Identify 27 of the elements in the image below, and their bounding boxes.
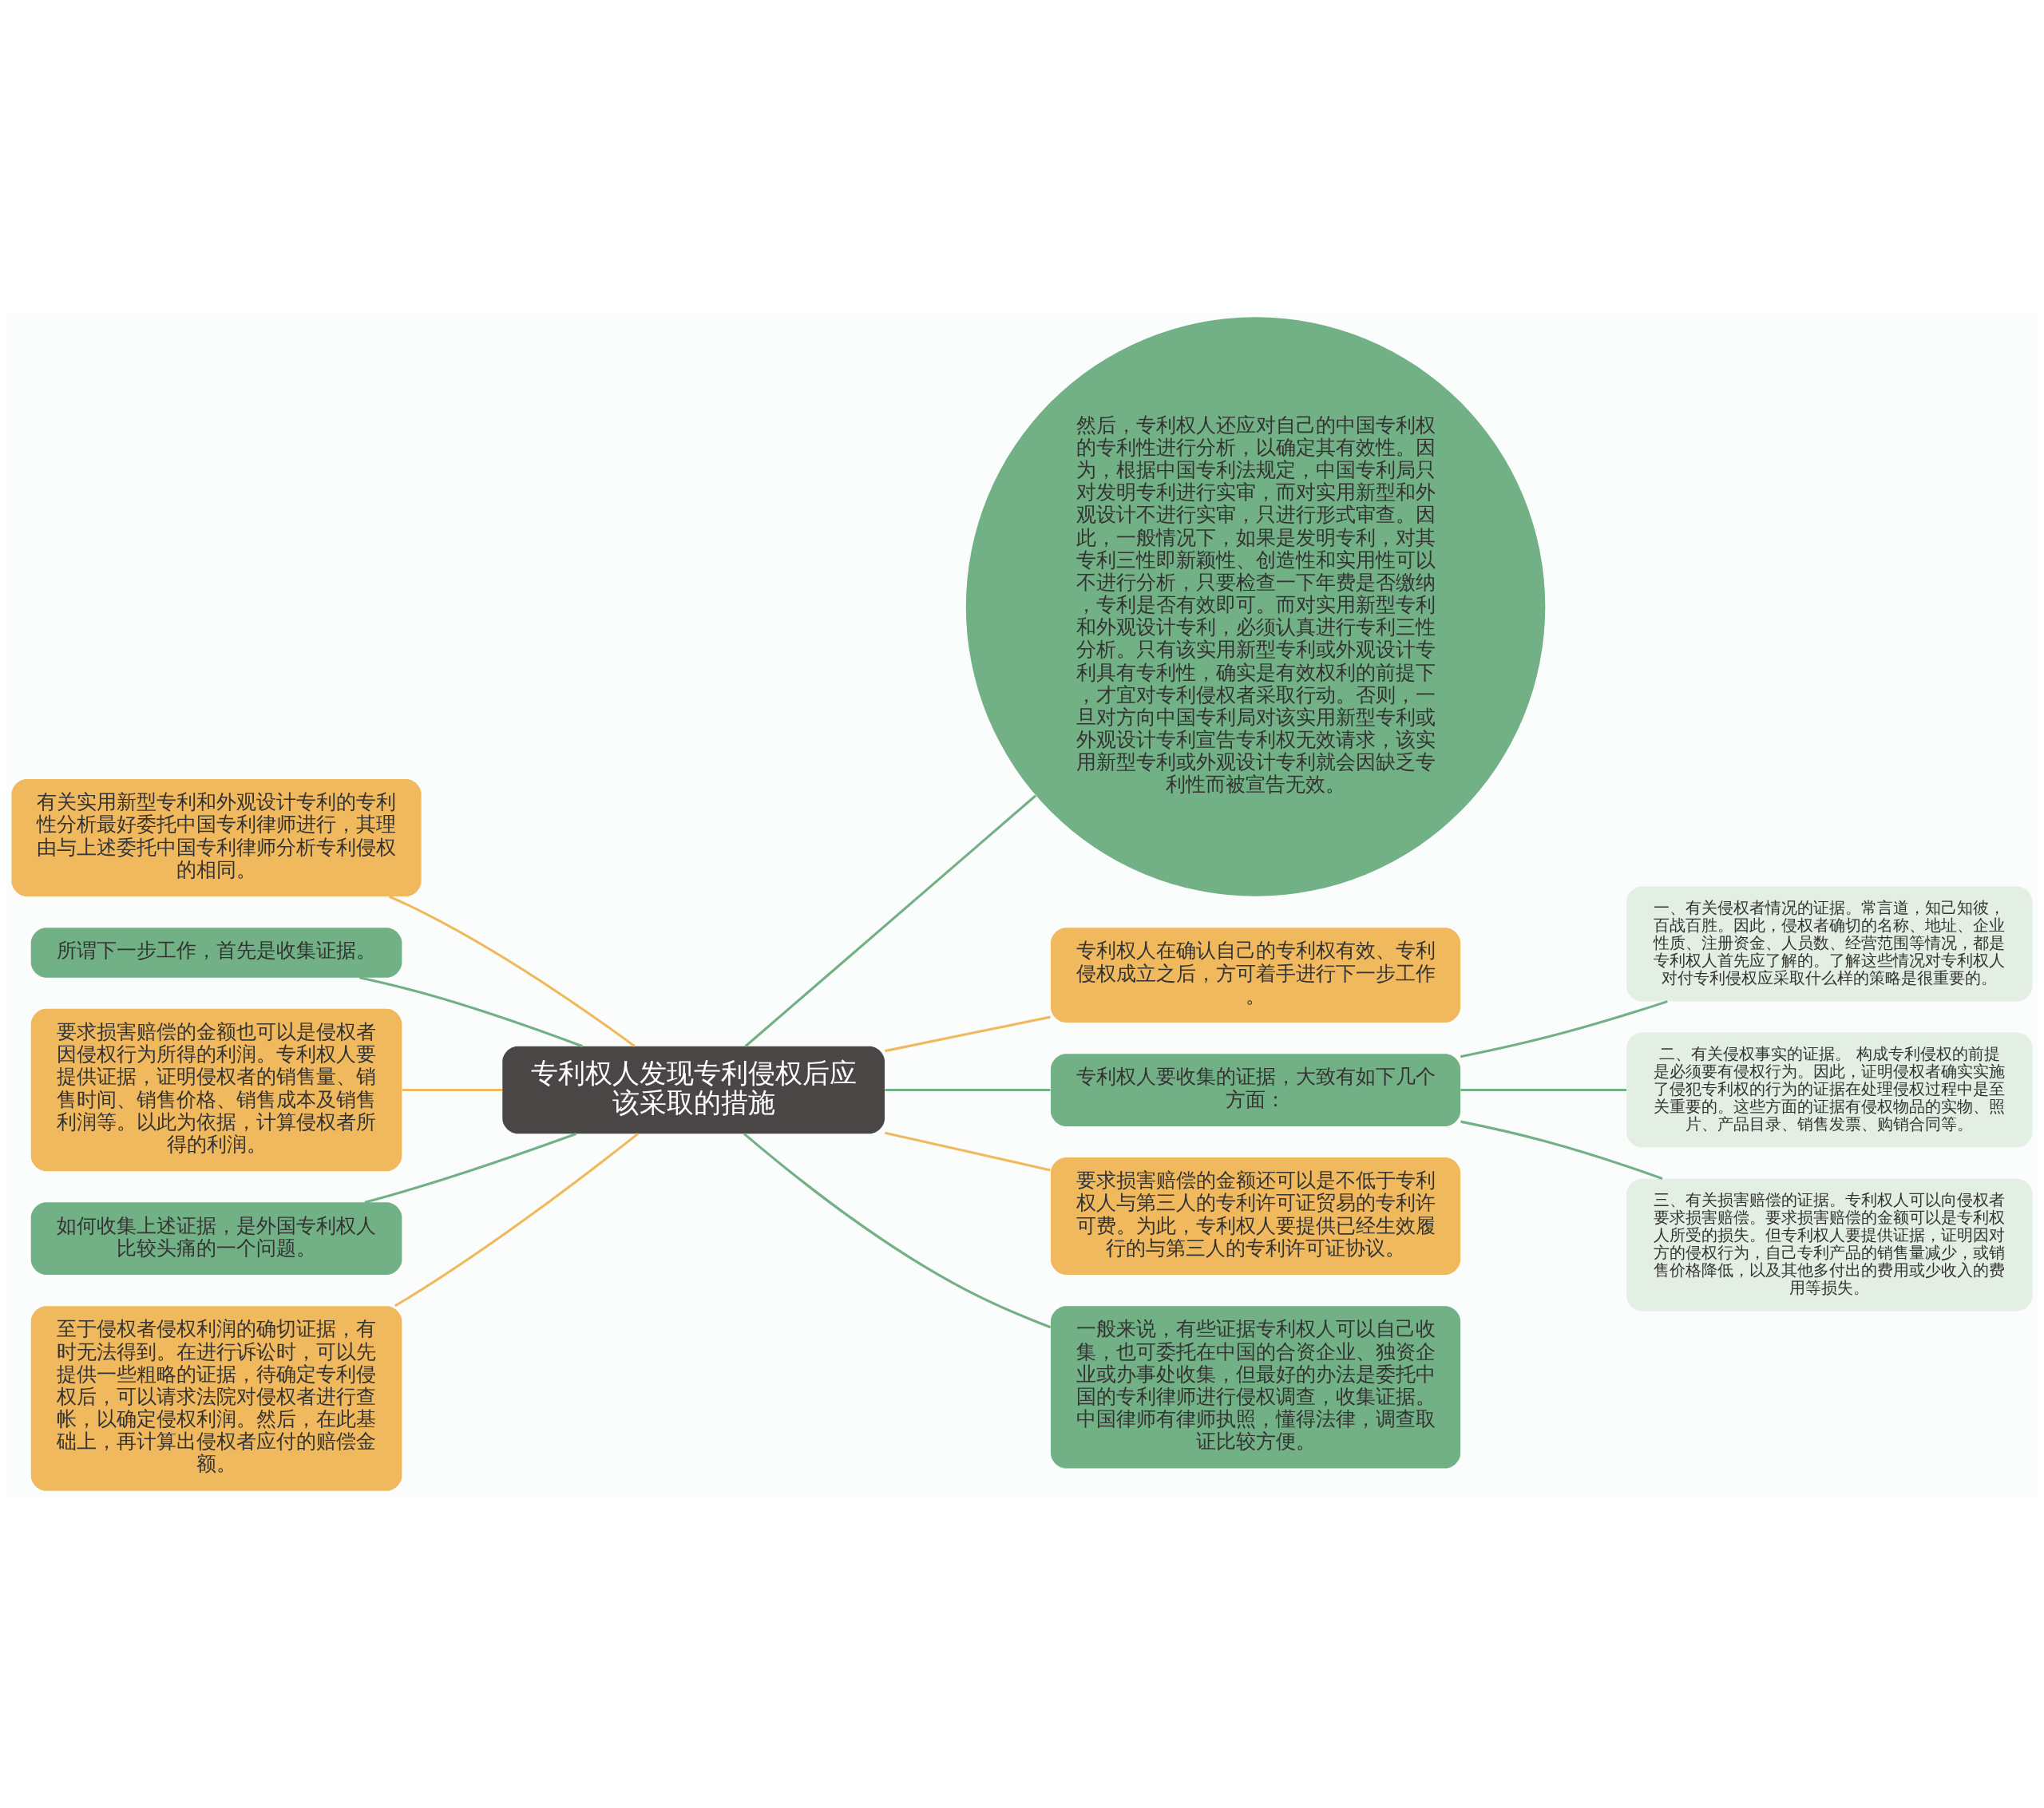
connector [359, 976, 583, 1048]
connector [1460, 1000, 1668, 1058]
node-box: 专利权人发现专利侵权后应该采取的措施 [502, 1046, 885, 1134]
connector [744, 794, 1037, 1047]
connector [1460, 1089, 1626, 1092]
node-box: 专利权人要收集的证据，大致有如下几个方面： [1051, 1054, 1461, 1126]
node-box: 要求损害赔偿的金额还可以是不低于专利权人与第三人的专利许可证贸易的专利许可费。为此，专利权人要提供已经生效履行的与第三人的专利许可证协议。 [1051, 1157, 1461, 1276]
node-box: 所谓下一步工作，首先是收集证据。 [30, 928, 402, 978]
connector [885, 1131, 1051, 1172]
connector [389, 895, 636, 1047]
node-box: 专利权人在确认自己的专利权有效、专利侵权成立之后，方可着手进行下一步工作。 [1051, 928, 1461, 1023]
node-box: 二、有关侵权事实的证据。 构成专利侵权的前提是必须要有侵权行为。因此，证明侵权者确实实施了侵犯专利权的行为的证据在处理侵权过程中是至关重要的。这些方面的证据有侵权物品的实物、照片、产品目录、销售发票、购销合同等。 [1626, 1032, 2033, 1148]
connector [364, 1132, 576, 1204]
node-box: 一、有关侵权者情况的证据。常言道，知己知彼，百战百胜。因此，侵权者确切的名称、地址、企业性质、注册资金、人员数、经营范围等情况，都是专利权人首先应了解的。了解这些情况对专利权人对付专利侵权应采取什么样的策略是很重要的。 [1626, 886, 2033, 1002]
connector [885, 1089, 1051, 1092]
connector [1460, 1120, 1663, 1180]
node-box: 至于侵权者侵权利润的确切证据，有时无法得到。在进行诉讼时，可以先提供一些粗略的证据，待确定专利侵权后，可以请求法院对侵权者进行查帐，以确定侵权利润。然后，在此基础上，再计算出侵权者应付的赔偿金额。 [30, 1306, 402, 1491]
connector [743, 1133, 1052, 1329]
connector [885, 1015, 1051, 1053]
connector [402, 1089, 502, 1092]
node-box: 有关实用新型专利和外观设计专利的专利性分析最好委托中国专利律师进行，其理由与上述委托中国专利律师分析专利侵权的相同。 [11, 779, 422, 897]
node-box: 如何收集上述证据，是外国专利权人比较头痛的一个问题。 [30, 1202, 402, 1276]
connector [394, 1133, 639, 1308]
node-box: 一般来说，有些证据专利权人可以自己收集，也可委托在中国的合资企业、独资企业或办事处收集，但最好的办法是委托中国的专利律师进行侵权调查，收集证据。中国律师有律师执照，懂得法律，调查取证比较方便。 [1051, 1306, 1461, 1469]
node-circle: 然后，专利权人还应对自己的中国专利权的专利性进行分析，以确定其有效性。因为，根据中国专利法规定，中国专利局只对发明专利进行实审，而对实用新型和外观设计不进行实审，只进行形式审查。因此，一般情况下，如果是发明专利，对其专利三性即新颖性、创造性和实用性可以不进行分析，只要检查一下年费是否缴纳，专利是否有效即可。而对实用新型专利和外观设计专利，必须认真进行专利三性分析。只有该实用新型专利或外观设计专利具有专利性，确实是有效权利的前提下，才宜对专利侵权者采取行动。否则，一旦对方向中国专利局对该实用新型专利或外观设计专利宣告专利权无效请求，该实用新型专利或外观设计专利就会因缺乏专利性而被宣告无效。 [965, 317, 1546, 896]
node-box: 三、有关损害赔偿的证据。专利权人可以向侵权者要求损害赔偿。要求损害赔偿的金额可以是专利权人所受的损失。但专利权人要提供证据，证明因对方的侵权行为，自己专利产品的销售量减少，或销售价格降低，以及其他多付出的费用或少收入的费用等损失。 [1626, 1178, 2033, 1311]
node-box: 要求损害赔偿的金额也可以是侵权者因侵权行为所得的利润。专利权人要提供证据，证明侵权者的销售量、销售时间、销售价格、销售成本及销售利润等。以此为依据，计算侵权者所得的利润。 [30, 1008, 402, 1172]
